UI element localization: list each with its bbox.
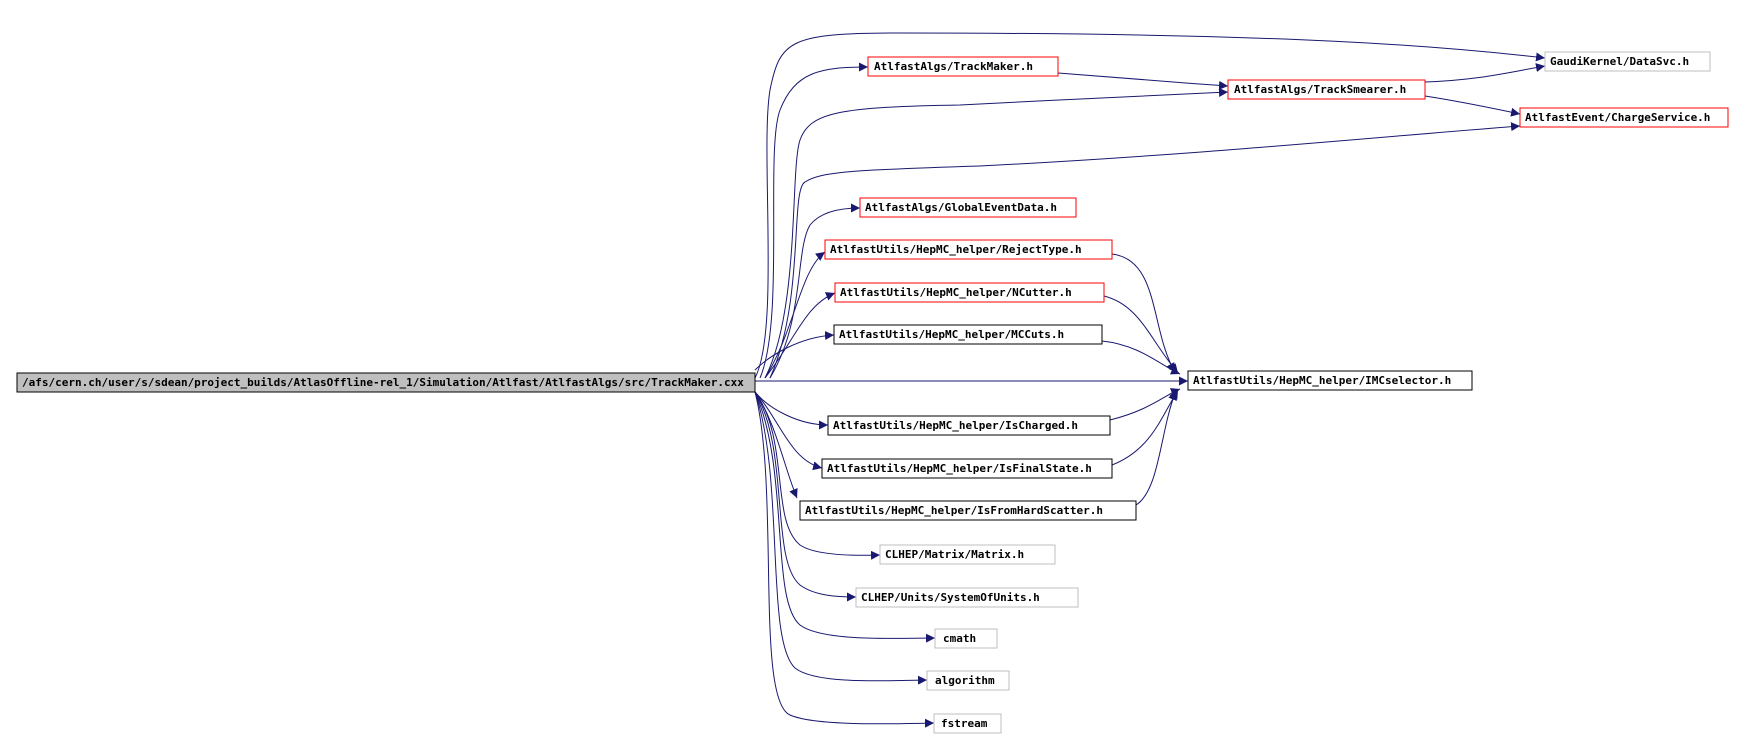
edge-ncutter-to-imcselector (1103, 295, 1179, 374)
node-ischarged-h-label: AtlfastUtils/HepMC_helper/IsCharged.h (833, 419, 1078, 432)
node-ischarged-h[interactable]: AtlfastUtils/HepMC_helper/IsCharged.h (827, 415, 1111, 436)
edge-rejecttype-to-imcselector (1111, 253, 1176, 373)
node-mccuts-h-label: AtlfastUtils/HepMC_helper/MCCuts.h (839, 328, 1064, 341)
node-isfinalstate-h[interactable]: AtlfastUtils/HepMC_helper/IsFinalState.h (821, 458, 1113, 479)
node-root-label: /afs/cern.ch/user/s/sdean/project_builds… (22, 376, 744, 389)
edge-root-to-rejecttype (764, 251, 826, 379)
edge-root-to-isfinalstate (754, 391, 823, 471)
node-cmath-label: cmath (943, 632, 976, 645)
edge-root-to-globaleventdata (769, 203, 861, 379)
edge-trackmaker-to-tracksmearer (1057, 72, 1229, 90)
edge-isfromhardscatter-to-imcselector (1135, 390, 1177, 506)
edges (754, 32, 1546, 728)
node-algorithm[interactable]: algorithm (926, 670, 1010, 691)
edge-root-to-ncutter (764, 292, 836, 379)
node-mccuts-h[interactable]: AtlfastUtils/HepMC_helper/MCCuts.h (833, 324, 1103, 345)
node-isfinalstate-h-label: AtlfastUtils/HepMC_helper/IsFinalState.h (827, 462, 1092, 475)
edge-isfinalstate-to-imcselector (1111, 389, 1179, 466)
node-chargeservice-h[interactable]: AtlfastEvent/ChargeService.h (1519, 107, 1729, 128)
node-trackmaker-h[interactable]: AtlfastAlgs/TrackMaker.h (867, 56, 1059, 77)
node-trackmaker-h-label: AtlfastAlgs/TrackMaker.h (874, 60, 1033, 73)
node-tracksmearer-h[interactable]: AtlfastAlgs/TrackSmearer.h (1227, 79, 1426, 100)
node-clhep-matrix-h[interactable]: CLHEP/Matrix/Matrix.h (879, 544, 1056, 565)
edge-root-to-ischarged (754, 391, 829, 430)
node-gaudi-datasvc[interactable]: GaudiKernel/DataSvc.h (1544, 51, 1711, 72)
node-imcselector-h-label: AtlfastUtils/HepMC_helper/IMCselector.h (1193, 374, 1451, 387)
edge-root-to-datasvc (754, 32, 1546, 379)
node-ncutter-h[interactable]: AtlfastUtils/HepMC_helper/NCutter.h (834, 282, 1105, 303)
node-clhep-units-h[interactable]: CLHEP/Units/SystemOfUnits.h (855, 587, 1079, 608)
edge-root-to-units (754, 391, 857, 602)
nodes: /afs/cern.ch/user/s/sdean/project_builds… (16, 51, 1729, 734)
node-globaleventdata-h[interactable]: AtlfastAlgs/GlobalEventData.h (859, 197, 1077, 218)
edge-root-to-trackmaker (759, 62, 869, 379)
node-ncutter-h-label: AtlfastUtils/HepMC_helper/NCutter.h (840, 286, 1072, 299)
node-gaudi-datasvc-label: GaudiKernel/DataSvc.h (1550, 55, 1689, 68)
edge-tracksmearer-to-chargeservice (1424, 95, 1521, 117)
node-rejecttype-h-label: AtlfastUtils/HepMC_helper/RejectType.h (830, 243, 1082, 256)
node-isfromhardscatter-h[interactable]: AtlfastUtils/HepMC_helper/IsFromHardScat… (799, 500, 1137, 521)
node-clhep-matrix-h-label: CLHEP/Matrix/Matrix.h (885, 548, 1024, 561)
node-cmath[interactable]: cmath (934, 628, 998, 649)
node-imcselector-h[interactable]: AtlfastUtils/HepMC_helper/IMCselector.h (1187, 370, 1473, 391)
edge-tracksmearer-to-datasvc (1424, 63, 1546, 83)
edge-root-to-matrix (754, 391, 881, 560)
edge-root-to-tracksmearer (764, 87, 1229, 379)
node-fstream[interactable]: fstream (933, 713, 1002, 734)
node-globaleventdata-h-label: AtlfastAlgs/GlobalEventData.h (865, 201, 1057, 214)
node-tracksmearer-h-label: AtlfastAlgs/TrackSmearer.h (1234, 83, 1406, 96)
edge-root-to-chargeservice (769, 122, 1521, 379)
edge-root-to-fstream (754, 391, 935, 728)
edge-root-to-cmath (754, 391, 936, 643)
node-root-source-file[interactable]: /afs/cern.ch/user/s/sdean/project_builds… (16, 372, 756, 393)
node-isfromhardscatter-h-label: AtlfastUtils/HepMC_helper/IsFromHardScat… (805, 504, 1103, 517)
edge-root-to-algorithm (754, 391, 928, 685)
node-rejecttype-h[interactable]: AtlfastUtils/HepMC_helper/RejectType.h (824, 239, 1113, 260)
node-clhep-units-h-label: CLHEP/Units/SystemOfUnits.h (861, 591, 1040, 604)
edge-mccuts-to-imcselector (1101, 340, 1181, 375)
node-fstream-label: fstream (941, 717, 988, 730)
node-algorithm-label: algorithm (935, 674, 995, 687)
node-chargeservice-h-label: AtlfastEvent/ChargeService.h (1525, 111, 1710, 124)
edge-root-to-mccuts (754, 331, 835, 371)
